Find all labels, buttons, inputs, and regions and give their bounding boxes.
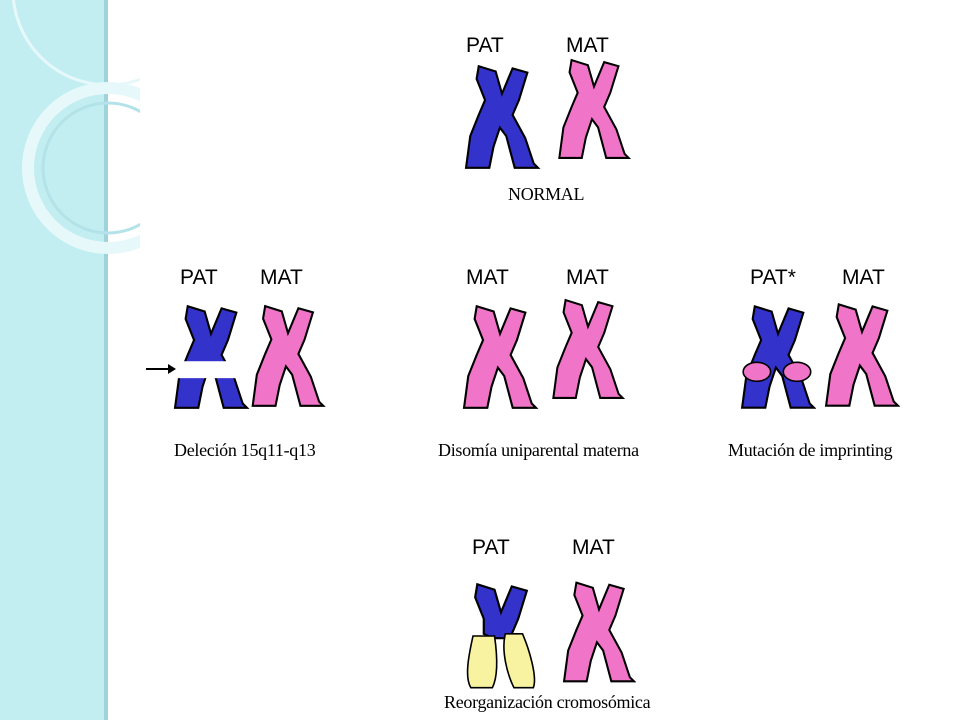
- chromosome-paternal: [464, 65, 540, 169]
- label-pat: PAT: [180, 266, 218, 289]
- label-mat: MAT: [842, 266, 885, 289]
- label-mat: MAT: [260, 266, 303, 289]
- decorative-sidebar: [0, 0, 106, 720]
- caption-imprinting: Mutación de imprinting: [728, 440, 893, 460]
- chromosome-maternal: [563, 581, 635, 683]
- chromosome-maternal: [825, 303, 899, 407]
- label-mat: MAT: [572, 536, 615, 559]
- chromosome-maternal: [558, 59, 630, 159]
- label-mat: MAT: [466, 266, 509, 289]
- deletion-arrow-icon: [146, 364, 176, 374]
- label-pat: PAT: [466, 34, 504, 57]
- caption-deletion: Deleción 15q11-q13: [174, 440, 316, 460]
- caption-disomy: Disomía uniparental materna: [438, 440, 639, 460]
- label-pat-mutated: PAT*: [750, 266, 796, 289]
- chromosome-paternal-rearranged: [466, 582, 536, 689]
- decorative-circles: [12, 0, 140, 254]
- chromosome-maternal: [552, 299, 624, 399]
- caption-rearrangement: Reorganización cromosómica: [444, 692, 651, 712]
- caption-normal: NORMAL: [508, 184, 585, 204]
- sidebar-edge: [104, 0, 108, 720]
- label-mat: MAT: [566, 34, 609, 57]
- chromosome-paternal-deleted: [172, 305, 250, 409]
- label-pat: PAT: [472, 536, 510, 559]
- chromosome-maternal: [251, 305, 325, 407]
- label-mat: MAT: [566, 266, 609, 289]
- chromosome-maternal: [462, 305, 538, 409]
- chromosome-paternal-imprinting: [741, 305, 815, 409]
